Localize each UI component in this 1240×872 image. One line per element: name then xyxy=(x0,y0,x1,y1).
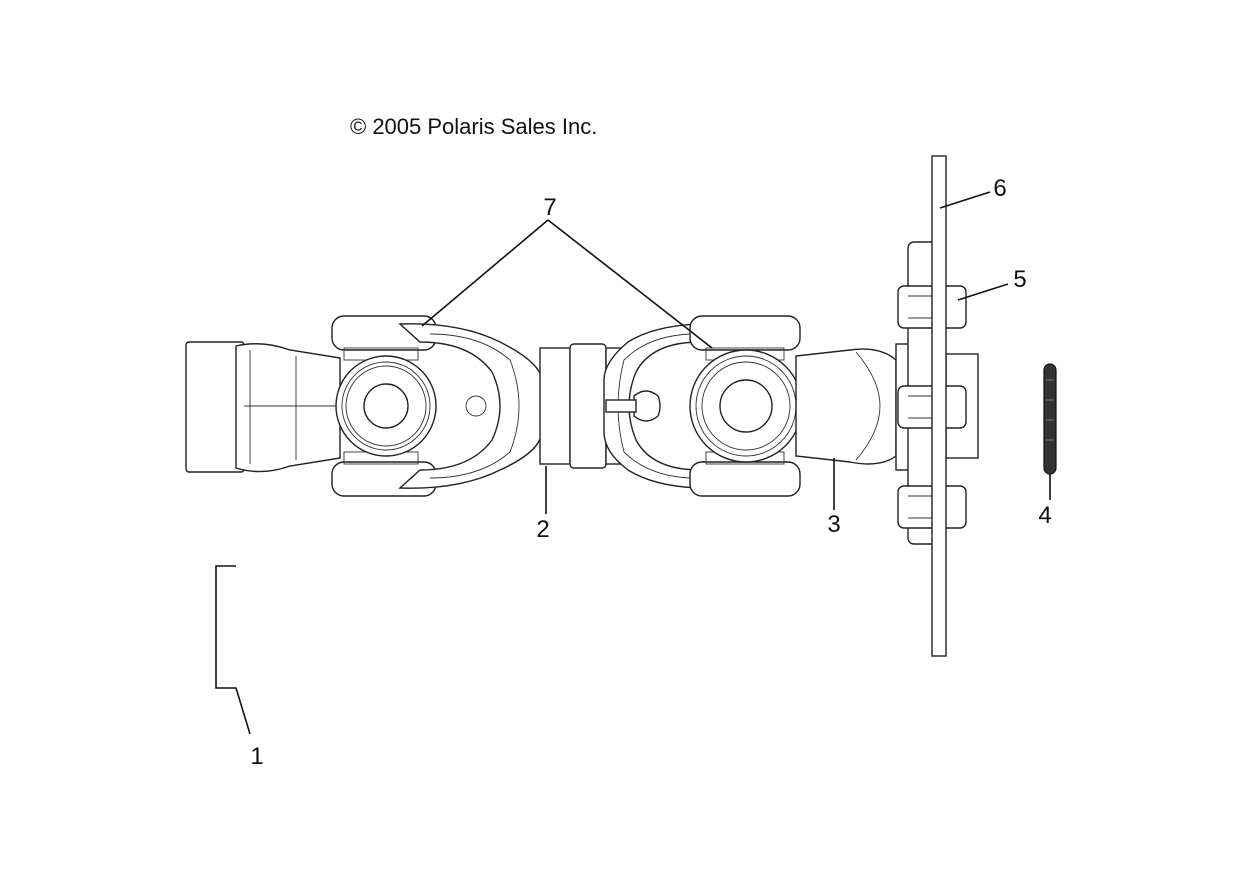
callout-5: 5 xyxy=(1013,266,1026,293)
left-cross-bearing xyxy=(335,355,437,457)
callout-7: 7 xyxy=(543,194,556,221)
callout-labels: 1 2 3 4 5 6 7 xyxy=(250,175,1051,770)
callout-2: 2 xyxy=(536,516,549,543)
callout-1: 1 xyxy=(250,743,263,770)
leader-lines xyxy=(215,191,1051,735)
right-center-yoke xyxy=(603,323,722,489)
left-center-yoke xyxy=(398,323,543,489)
roll-pin xyxy=(1043,363,1057,475)
right-cross-bearing xyxy=(689,349,803,463)
callout-4: 4 xyxy=(1038,502,1051,529)
callout-3: 3 xyxy=(827,511,840,538)
gasket-plate xyxy=(931,155,947,657)
left-yoke xyxy=(185,341,341,473)
callout-6: 6 xyxy=(993,175,1006,202)
copyright-text: © 2005 Polaris Sales Inc. xyxy=(350,114,597,139)
right-bearing-caps xyxy=(689,315,801,497)
